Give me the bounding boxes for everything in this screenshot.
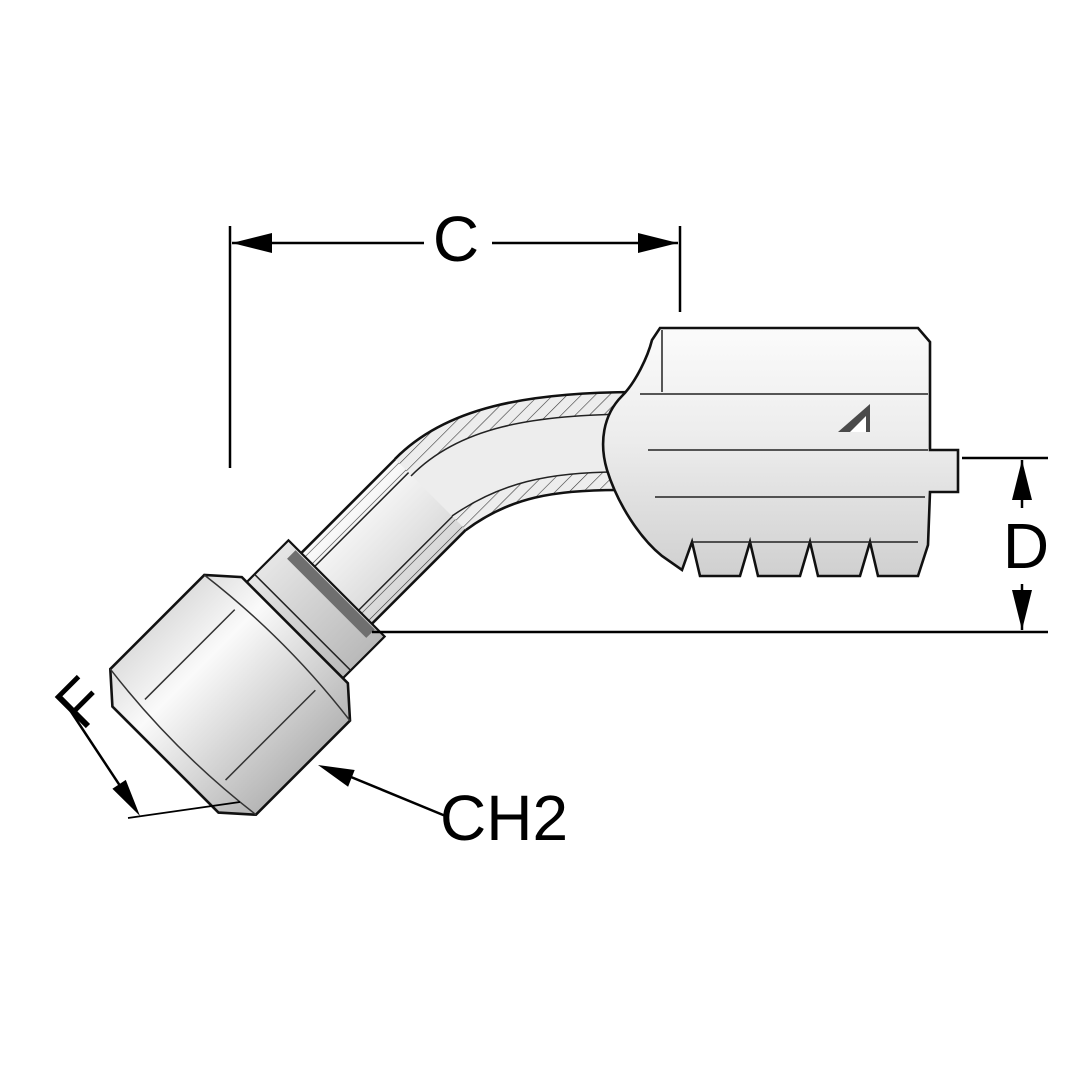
nut-hex-flat-line-bottom (225, 689, 316, 781)
collar-groove-ring (287, 550, 375, 638)
angled-assembly (108, 452, 473, 817)
brand-logo-icon (838, 404, 870, 432)
swivel-collar (243, 538, 387, 682)
ch2-leader-line (350, 775, 449, 819)
dimension-c (228, 226, 682, 468)
bend-upper-wall-hatch (395, 392, 640, 476)
dim-label-c: C (433, 203, 479, 275)
f-arrow (112, 779, 140, 816)
dimension-f (60, 697, 241, 819)
tube-straight-section (293, 452, 473, 632)
nut-hex-flat-line-top (144, 609, 236, 700)
d-arrow-down (1012, 590, 1032, 630)
nut-chamfer-arc-left (109, 668, 257, 816)
nut-chamfer-arc-right (203, 574, 351, 722)
d-arrow-up (1012, 460, 1032, 500)
elbow-bend (394, 390, 641, 532)
dim-label-d: D (1003, 510, 1049, 582)
tube-upper-wall-hatch (294, 453, 415, 573)
bend-lower-wall-hatch (452, 472, 618, 530)
tube-lower-wall-hatch (352, 510, 472, 631)
dimension-d (372, 456, 1048, 634)
ch2-arrow (318, 765, 355, 787)
dim-label-ch2: CH2 (440, 782, 568, 854)
swivel-nut (108, 573, 352, 817)
c-arrow-right (638, 233, 678, 253)
c-arrow-left (232, 233, 272, 253)
callout-ch2 (318, 765, 449, 819)
crimp-ferrule-shell (601, 326, 960, 578)
f-extension-line (127, 801, 241, 819)
dim-label-f: F (41, 663, 120, 742)
